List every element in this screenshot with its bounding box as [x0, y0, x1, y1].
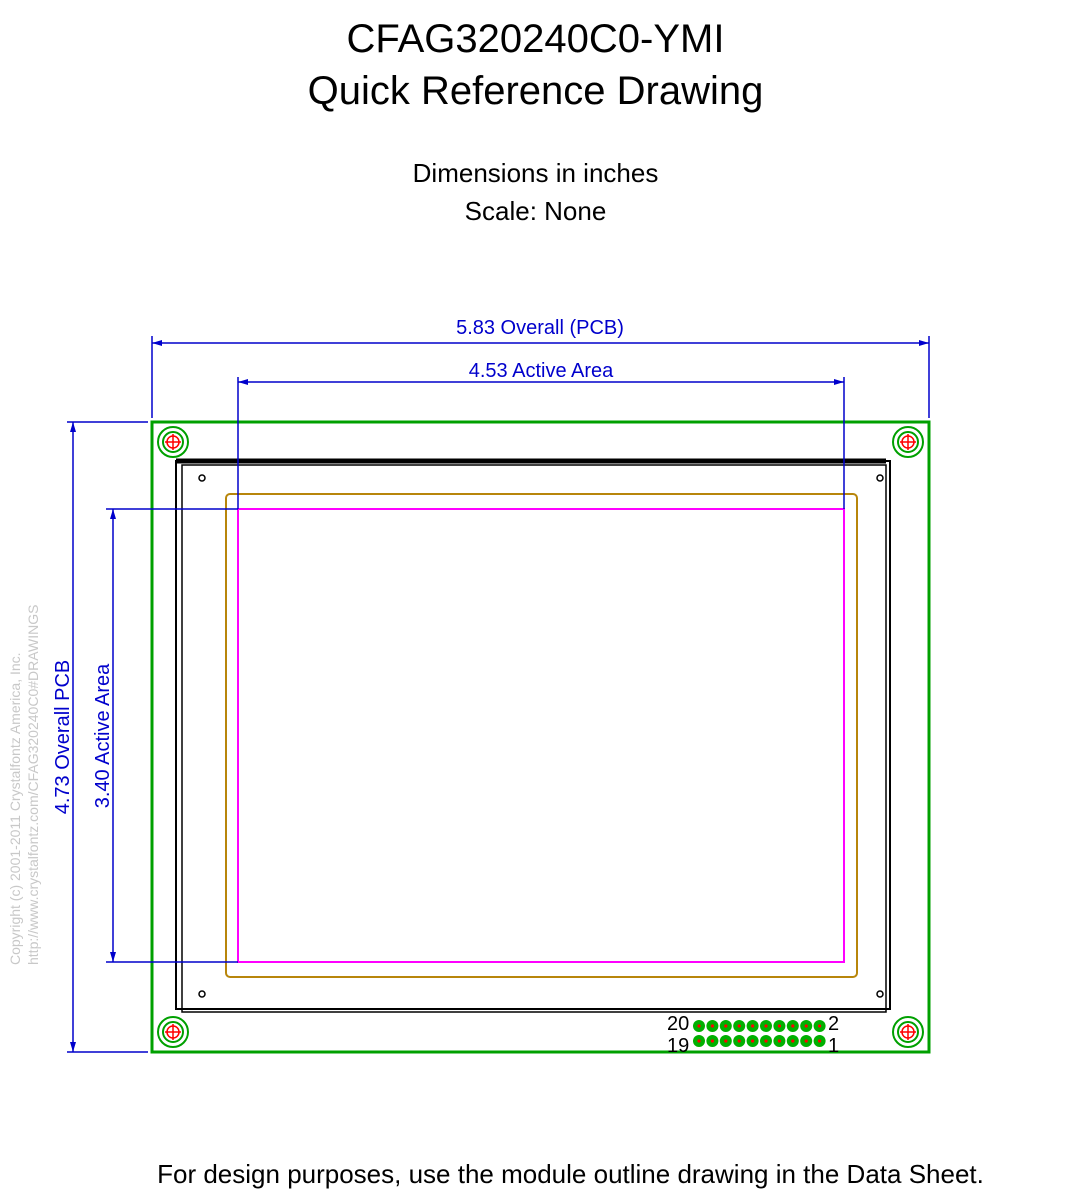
connector-pin-drill [710, 1024, 715, 1028]
design-purpose-note: For design purposes, use the module outl… [157, 1159, 984, 1189]
connector-pin-drill [737, 1039, 741, 1043]
connector-pin-drill [697, 1039, 701, 1043]
module-frame-outer [175, 460, 891, 1010]
units-note: Dimensions in inches [412, 158, 659, 188]
overall-height-dimension [67, 421, 148, 1053]
connector-pin-drill [724, 1024, 728, 1028]
connector-pin-drill [724, 1039, 728, 1043]
connector-pin-drill [751, 1024, 755, 1028]
active-height-label: 3.40 Active Area [92, 663, 114, 808]
connector-pin-drill [818, 1024, 822, 1028]
overall-width-label: 5.83 Overall (PCB) [456, 317, 624, 339]
overall-width-dimension [151, 336, 930, 418]
scale-note: Scale: None [464, 196, 607, 226]
pcb-outline [150, 420, 931, 1054]
connector-pin-drill [710, 1039, 715, 1043]
pin-label-1: 1 [828, 1035, 839, 1057]
connector-pin-drill [777, 1024, 782, 1028]
connector-pin-drill [804, 1024, 808, 1028]
active-width-label: 4.53 Active Area [469, 360, 614, 382]
connector-pin-drill [818, 1039, 822, 1043]
connector-pin-drill [804, 1039, 808, 1043]
active-area-outline [237, 508, 845, 963]
active-width-dimension [237, 377, 845, 509]
mounting-hole-br [892, 1016, 924, 1048]
mounting-hole-bl [157, 1016, 189, 1048]
viewing-area-outline [225, 493, 858, 978]
pin-label-2: 2 [828, 1013, 839, 1035]
connector-pin-drill [764, 1024, 768, 1028]
connector-pin-drill [791, 1039, 795, 1043]
drawing-subtitle: Quick Reference Drawing [307, 69, 764, 113]
url-watermark: http://www.crystalfontz.com/CFAG320240C0… [25, 605, 41, 966]
pin-label-20: 20 [667, 1013, 689, 1035]
frame-hole-tl [198, 474, 206, 482]
frame-hole-bl [198, 990, 206, 998]
module-frame-inner [181, 464, 887, 1013]
connector-pins [693, 1020, 826, 1047]
connector-pin-drill [737, 1024, 741, 1028]
connector-pin-drill [764, 1039, 768, 1043]
mounting-hole-tl [157, 426, 189, 458]
overall-height-label: 4.73 Overall PCB [52, 660, 74, 815]
connector-pin-drill [751, 1039, 755, 1043]
connector-pin-drill [791, 1024, 795, 1028]
connector-pin-drill [697, 1024, 701, 1028]
mounting-hole-tr [892, 426, 924, 458]
frame-hole-br [876, 990, 884, 998]
connector-pin-drill [777, 1039, 782, 1043]
frame-hole-tr [876, 474, 884, 482]
copyright-watermark: Copyright (c) 2001-2011 Crystalfontz Ame… [7, 652, 23, 965]
pin-label-19: 19 [667, 1035, 689, 1057]
part-number-title: CFAG320240C0-YMI [346, 17, 725, 61]
active-height-dimension [106, 508, 238, 963]
